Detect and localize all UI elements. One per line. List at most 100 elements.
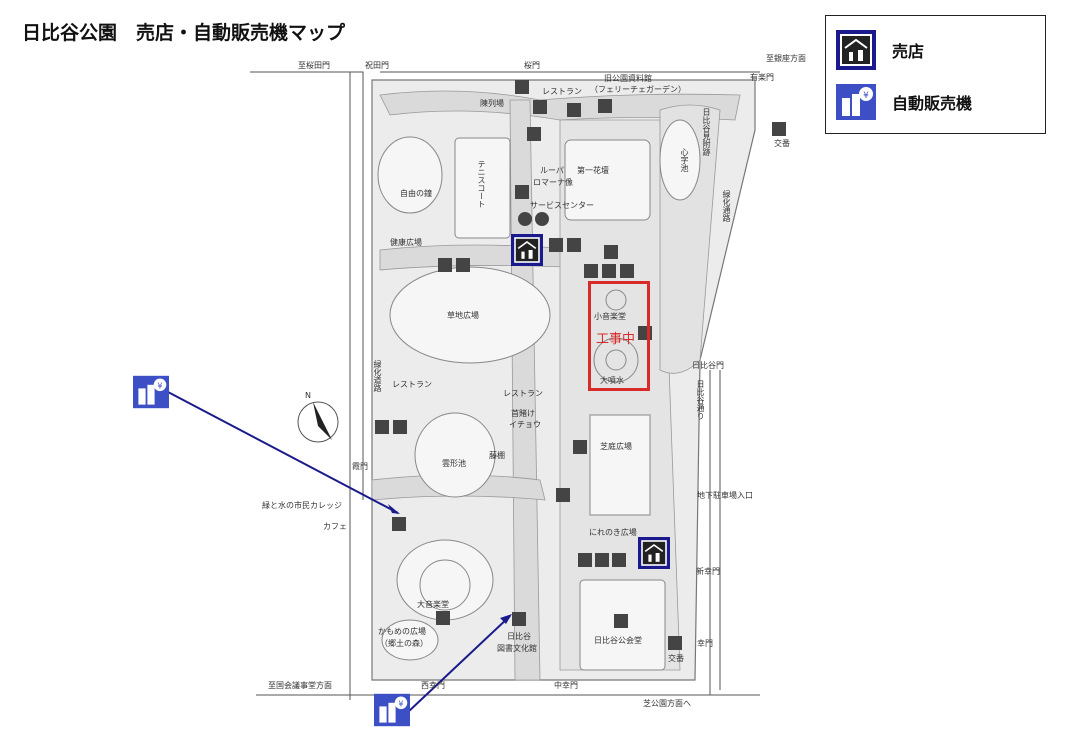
map-label: 草地広場 bbox=[447, 311, 479, 320]
map-label: 図書文化館 bbox=[497, 644, 537, 653]
aed-icon bbox=[436, 611, 450, 625]
map-label: 西幸門 bbox=[421, 681, 445, 690]
map-label: 日比谷見附跡 bbox=[702, 108, 711, 156]
vending-machine-icon: ¥ bbox=[374, 693, 410, 727]
construction-zone bbox=[588, 281, 650, 391]
map-label: 旧公園資料館 bbox=[604, 74, 652, 83]
page-title: 日比谷公園 売店・自動販売機マップ bbox=[22, 22, 346, 44]
arrowhead-1 bbox=[388, 504, 400, 514]
compass-icon bbox=[297, 401, 339, 443]
map-label: 藤棚 bbox=[489, 451, 505, 460]
map-label: かもめの広場 bbox=[378, 627, 426, 636]
shop-icon bbox=[836, 30, 876, 70]
svg-text:¥: ¥ bbox=[157, 380, 162, 390]
map-label: 地下駐車場入口 bbox=[697, 491, 753, 500]
toilet-icon bbox=[549, 238, 563, 252]
map-label: 日比谷公会堂 bbox=[594, 636, 642, 645]
map-label: 至銀座方面 bbox=[766, 54, 806, 63]
shop-icon bbox=[638, 537, 670, 569]
construction-label: 工事中 bbox=[596, 332, 636, 347]
map-label: 至国会議事堂方面 bbox=[268, 681, 332, 690]
drinking-fountain-icon bbox=[456, 258, 470, 272]
map-label: 緑化道路 bbox=[373, 360, 382, 392]
info-icon bbox=[518, 212, 532, 226]
legend-vending-label: 自動販売機 bbox=[892, 94, 973, 113]
nursing-icon bbox=[535, 212, 549, 226]
map-label: 交番 bbox=[668, 654, 684, 663]
map-label: 新幸門 bbox=[696, 567, 720, 576]
aed-icon bbox=[614, 614, 628, 628]
map-label: （フェリーチェガーデン） bbox=[590, 85, 686, 94]
vending-machine-icon: ¥ bbox=[133, 375, 169, 409]
map-label: サービスセンター bbox=[530, 201, 594, 210]
legend-shop: 売店 bbox=[836, 30, 924, 70]
map-label: 幸門 bbox=[697, 639, 713, 648]
vending-machine-icon: ¥ bbox=[836, 84, 876, 120]
map-label: N bbox=[305, 391, 311, 400]
legend-shop-label: 売店 bbox=[892, 42, 925, 61]
wheelchair-icon bbox=[438, 258, 452, 272]
drinking-fountain-icon bbox=[595, 553, 609, 567]
arrowhead-2 bbox=[500, 614, 512, 624]
map-label: 首賭け bbox=[511, 409, 535, 418]
map-label: 中幸門 bbox=[554, 681, 578, 690]
map-label: ルーパ bbox=[540, 166, 564, 175]
drinking-fountain-icon bbox=[533, 100, 547, 114]
toilet-icon bbox=[515, 80, 529, 94]
drinking-fountain-icon bbox=[567, 103, 581, 117]
drinking-fountain-icon bbox=[556, 488, 570, 502]
map-label: カフェ bbox=[323, 522, 347, 531]
map-label: テニスコート bbox=[477, 160, 486, 208]
svg-text:¥: ¥ bbox=[863, 91, 869, 101]
legend-vending: ¥ 自動販売機 bbox=[836, 84, 972, 120]
map-label: 有楽門 bbox=[750, 73, 774, 82]
aed-icon bbox=[392, 517, 406, 531]
map-label: （郷土の森） bbox=[380, 639, 428, 648]
map-label: レストラン bbox=[392, 380, 432, 389]
map-label: 祝田門 bbox=[365, 61, 389, 70]
toilet-icon bbox=[620, 264, 634, 278]
street-lines bbox=[250, 71, 760, 700]
map-label: 第一花壇 bbox=[577, 166, 609, 175]
drinking-fountain-icon bbox=[567, 238, 581, 252]
map-label: 小音楽堂 bbox=[594, 312, 626, 321]
map-label: にれのき広場 bbox=[589, 528, 637, 537]
aed-icon bbox=[668, 636, 682, 650]
fountain bbox=[419, 289, 639, 611]
map-label: 自由の鐘 bbox=[400, 189, 432, 198]
map-label: 日比谷門 bbox=[692, 361, 724, 370]
map-label: 霞門 bbox=[352, 462, 368, 471]
map-label: 日比谷 bbox=[507, 632, 531, 641]
map-label: 大音楽堂 bbox=[417, 600, 449, 609]
map-label: 大噴水 bbox=[600, 376, 624, 385]
map-label: 芝公園方面へ bbox=[643, 699, 691, 708]
wheelchair-icon bbox=[578, 553, 592, 567]
map-label: レストラン bbox=[503, 389, 543, 398]
legend: 売店 ¥ 自動販売機 bbox=[825, 15, 1046, 134]
map-label: 芝庭広場 bbox=[600, 442, 632, 451]
map-label: 健康広場 bbox=[390, 238, 422, 247]
aed-icon bbox=[598, 99, 612, 113]
map-label: レストラン bbox=[542, 87, 582, 96]
map-label: ロマーナ像 bbox=[533, 178, 573, 187]
map-label: 桜門 bbox=[524, 61, 540, 70]
svg-text:¥: ¥ bbox=[398, 698, 403, 708]
map-label: 交番 bbox=[774, 139, 790, 148]
park-paths bbox=[371, 90, 741, 681]
aed-icon bbox=[512, 612, 526, 626]
map-label: 至桜田門 bbox=[298, 61, 330, 70]
shop-icon bbox=[511, 234, 543, 266]
wheelchair-icon bbox=[584, 264, 598, 278]
drinking-fountain-icon bbox=[573, 440, 587, 454]
map-label: イチョウ bbox=[509, 420, 541, 429]
vending-pointer-lines bbox=[167, 391, 511, 713]
drinking-fountain-icon bbox=[602, 264, 616, 278]
aed-icon bbox=[772, 122, 786, 136]
aed-icon bbox=[515, 185, 529, 199]
drinking-fountain-icon bbox=[393, 420, 407, 434]
map-label: 緑化通路 bbox=[722, 190, 731, 222]
toilet-icon bbox=[612, 553, 626, 567]
map-label: 陳列場 bbox=[480, 99, 504, 108]
drinking-fountain-icon bbox=[527, 127, 541, 141]
